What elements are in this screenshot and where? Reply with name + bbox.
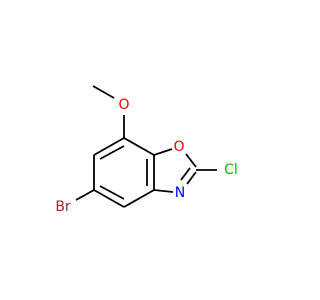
bond-c6-c7-inner xyxy=(99,145,125,160)
bromine-label: Br xyxy=(55,199,71,215)
bond-c7-c7a xyxy=(123,137,155,156)
bond-c3a-c4 xyxy=(123,189,155,208)
methoxy-oxygen-label: O xyxy=(118,97,129,113)
bond-c4-c5 xyxy=(93,189,125,208)
bond-c2-n3-double xyxy=(180,167,191,181)
bond-c7a-o1 xyxy=(153,148,173,156)
bond-o-methyl xyxy=(92,85,115,99)
bond-c5-br xyxy=(75,189,95,201)
bond-n3-c3a xyxy=(153,189,174,193)
chlorine-label: Cl xyxy=(224,162,238,178)
nitrogen-label: N xyxy=(175,185,185,201)
bond-o1-c2 xyxy=(185,153,197,168)
bond-c6-c7 xyxy=(93,137,125,156)
bond-c4-c5-inner xyxy=(99,185,125,200)
structure-diagram: O O Cl N Br xyxy=(55,85,238,215)
bond-c2-n3 xyxy=(186,171,197,185)
ring-oxygen-label: O xyxy=(173,139,184,155)
molecule-canvas: O O Cl N Br xyxy=(55,85,238,215)
